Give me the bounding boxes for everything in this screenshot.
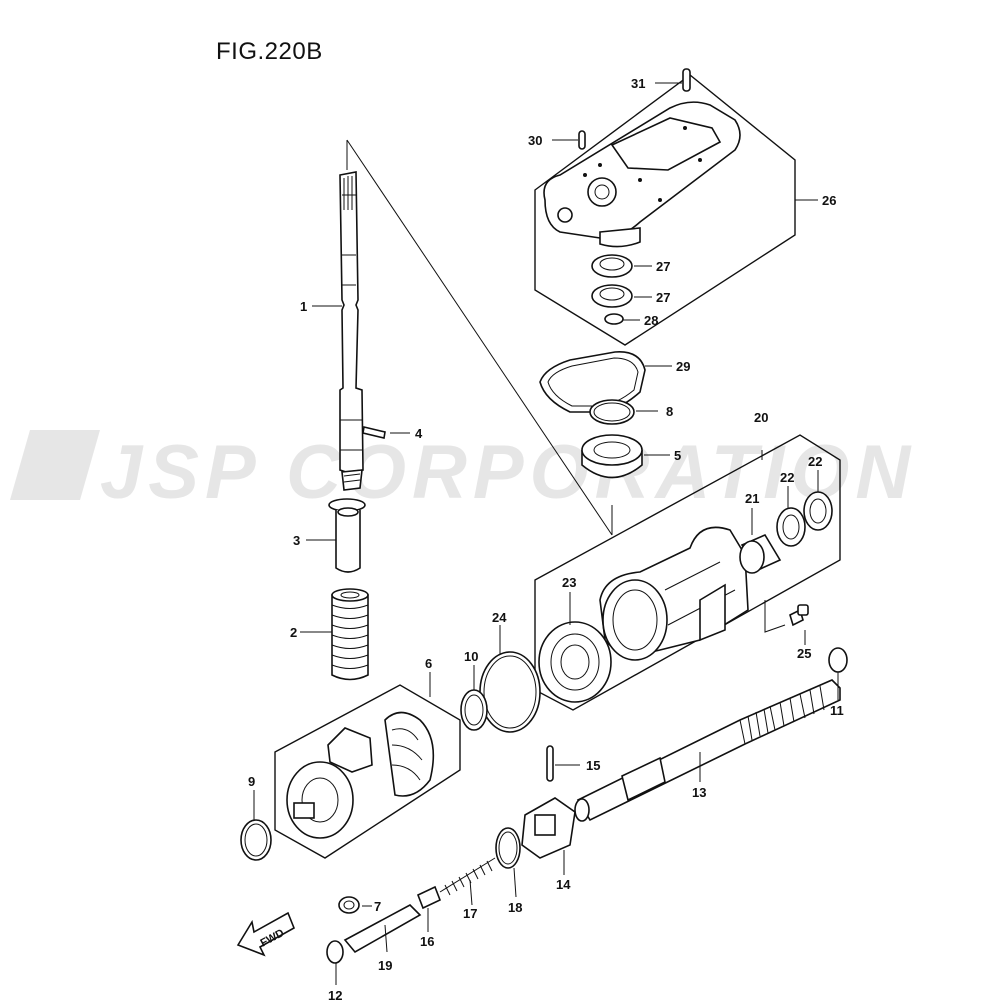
bearing-21 [739,533,782,574]
callout-14: 14 [556,877,571,892]
callout-24: 24 [492,610,507,625]
callout-20: 20 [754,410,768,425]
ring-22a [776,507,806,547]
o-ring-8 [589,399,635,425]
callout-13: 13 [692,785,706,800]
callout-22b: 22 [808,454,822,469]
spring-17 [439,857,496,896]
callout-27a: 27 [656,259,670,274]
callout-3: 3 [293,533,300,548]
gear-set-6 [286,711,435,839]
bolt-25 [789,604,809,627]
watermark-text: JSP CORPORATION [100,430,916,515]
callout-5: 5 [674,448,681,463]
seal-27b [591,284,633,308]
gear-case-20 [599,526,749,661]
nut-7 [338,896,360,914]
leader-lines [253,82,839,985]
seal-27a [591,254,633,278]
drive-shaft [339,171,364,491]
ring-10 [460,689,488,731]
bearing-23 [538,621,612,703]
callout-6: 6 [425,656,432,671]
callout-28: 28 [644,313,658,328]
clutch-14 [521,797,576,859]
callout-15: 15 [586,758,600,773]
pin-15 [546,745,554,782]
callout-labels: 1 2 3 4 5 6 7 8 9 10 11 12 13 14 15 16 1… [248,76,844,1000]
callout-18: 18 [508,900,522,915]
callout-16: 16 [420,934,434,949]
callout-1: 1 [300,299,307,314]
callout-9: 9 [248,774,255,789]
o-ring-28 [604,313,624,325]
callout-27b: 27 [656,290,670,305]
callout-11: 11 [830,703,844,718]
propeller-shaft-13 [574,679,841,822]
ring-12 [326,940,344,964]
callout-31: 31 [631,76,645,91]
leader-line-1 [346,139,613,536]
housing-26 [543,101,741,248]
callout-4: 4 [415,426,423,441]
callout-30: 30 [528,133,542,148]
bracket-25 [764,600,786,633]
callout-23: 23 [562,575,576,590]
callout-2: 2 [290,625,297,640]
fwd-arrow-icon: FWD [236,911,296,957]
bearing-5 [581,434,643,479]
watermark: JSP CORPORATION [10,430,916,515]
callout-10: 10 [464,649,478,664]
gasket-29 [539,351,646,413]
push-rod-16 [416,885,442,910]
clip-11 [828,647,848,673]
callout-22a: 22 [780,470,794,485]
callout-12: 12 [328,988,342,1000]
callout-25: 25 [797,646,811,661]
callout-21: 21 [745,491,759,506]
pin-30 [578,130,586,150]
callout-26: 26 [822,193,836,208]
ring-9 [240,819,272,861]
pin-31 [682,68,691,92]
callout-19: 19 [378,958,392,973]
callout-29: 29 [676,359,690,374]
callout-17: 17 [463,906,477,921]
o-ring-24 [479,651,541,733]
figure-title: FIG.220B [216,38,323,65]
pin-4 [362,426,386,439]
spring-2 [331,588,369,681]
ring-18 [495,827,521,869]
sleeve-3 [328,498,366,573]
ring-22b [803,491,833,531]
group-box-6 [274,684,461,859]
callout-7: 7 [374,899,381,914]
callout-8: 8 [666,404,673,419]
rod-19 [343,904,422,954]
